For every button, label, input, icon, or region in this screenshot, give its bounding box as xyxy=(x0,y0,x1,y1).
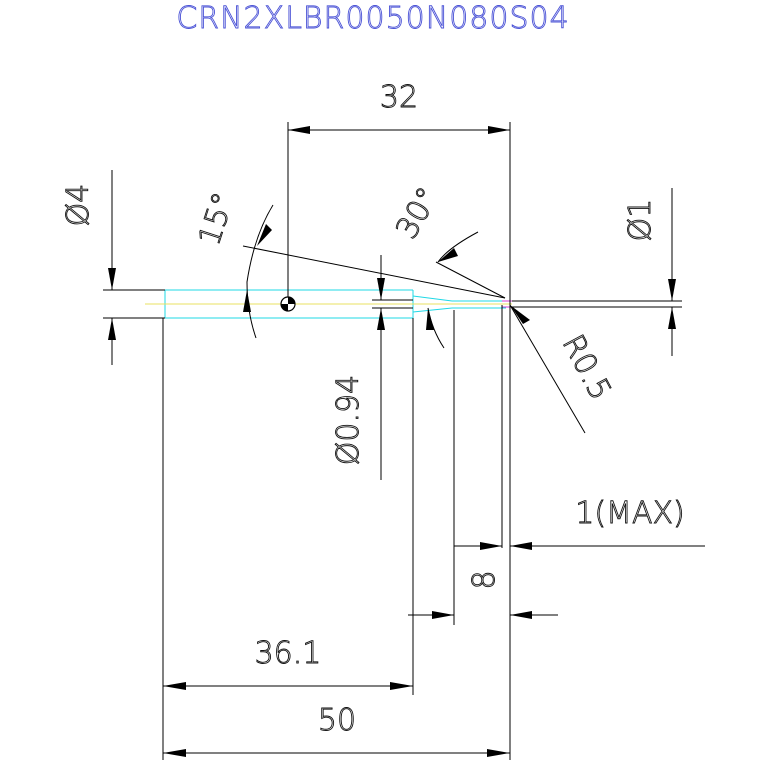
taper-top-edge xyxy=(412,295,453,302)
dim-label-32: 32 xyxy=(380,80,418,115)
dim-label-d4: Ø4 xyxy=(61,184,96,227)
dim-label-36-1: 36.1 xyxy=(255,636,322,671)
dim-32: 32 xyxy=(288,80,510,134)
dim-d4: Ø4 xyxy=(61,170,116,365)
dim-50: 50 xyxy=(163,703,510,757)
dim-36-1: 36.1 xyxy=(163,636,413,690)
dim-1-max: 1(MAX) xyxy=(454,496,705,550)
taper-bottom-edge xyxy=(412,307,453,313)
dim-angle-15: 15° xyxy=(192,188,506,339)
dim-angle-30: 30° xyxy=(389,181,506,349)
dim-label-8: 8 xyxy=(467,570,502,589)
tool-body xyxy=(145,289,512,319)
dim-d094: Ø0.94 xyxy=(331,255,385,480)
dim-radius: R0.5 xyxy=(509,304,618,434)
datum-symbol xyxy=(280,296,296,312)
dim-8: 8 xyxy=(408,570,558,619)
dim-label-r05: R0.5 xyxy=(555,329,618,406)
dim-label-d1: Ø1 xyxy=(623,199,658,242)
dim-d1: Ø1 xyxy=(623,188,676,356)
dim-label-30deg: 30° xyxy=(389,181,446,245)
dim-label-15deg: 15° xyxy=(192,188,242,249)
dim-label-d094: Ø0.94 xyxy=(331,375,366,465)
extension-lines xyxy=(103,122,682,760)
dim-label-50: 50 xyxy=(318,703,356,738)
part-number-title: CRN2XLBR0050N080S04 xyxy=(176,1,569,36)
dim-label-1-max: 1(MAX) xyxy=(575,496,684,531)
